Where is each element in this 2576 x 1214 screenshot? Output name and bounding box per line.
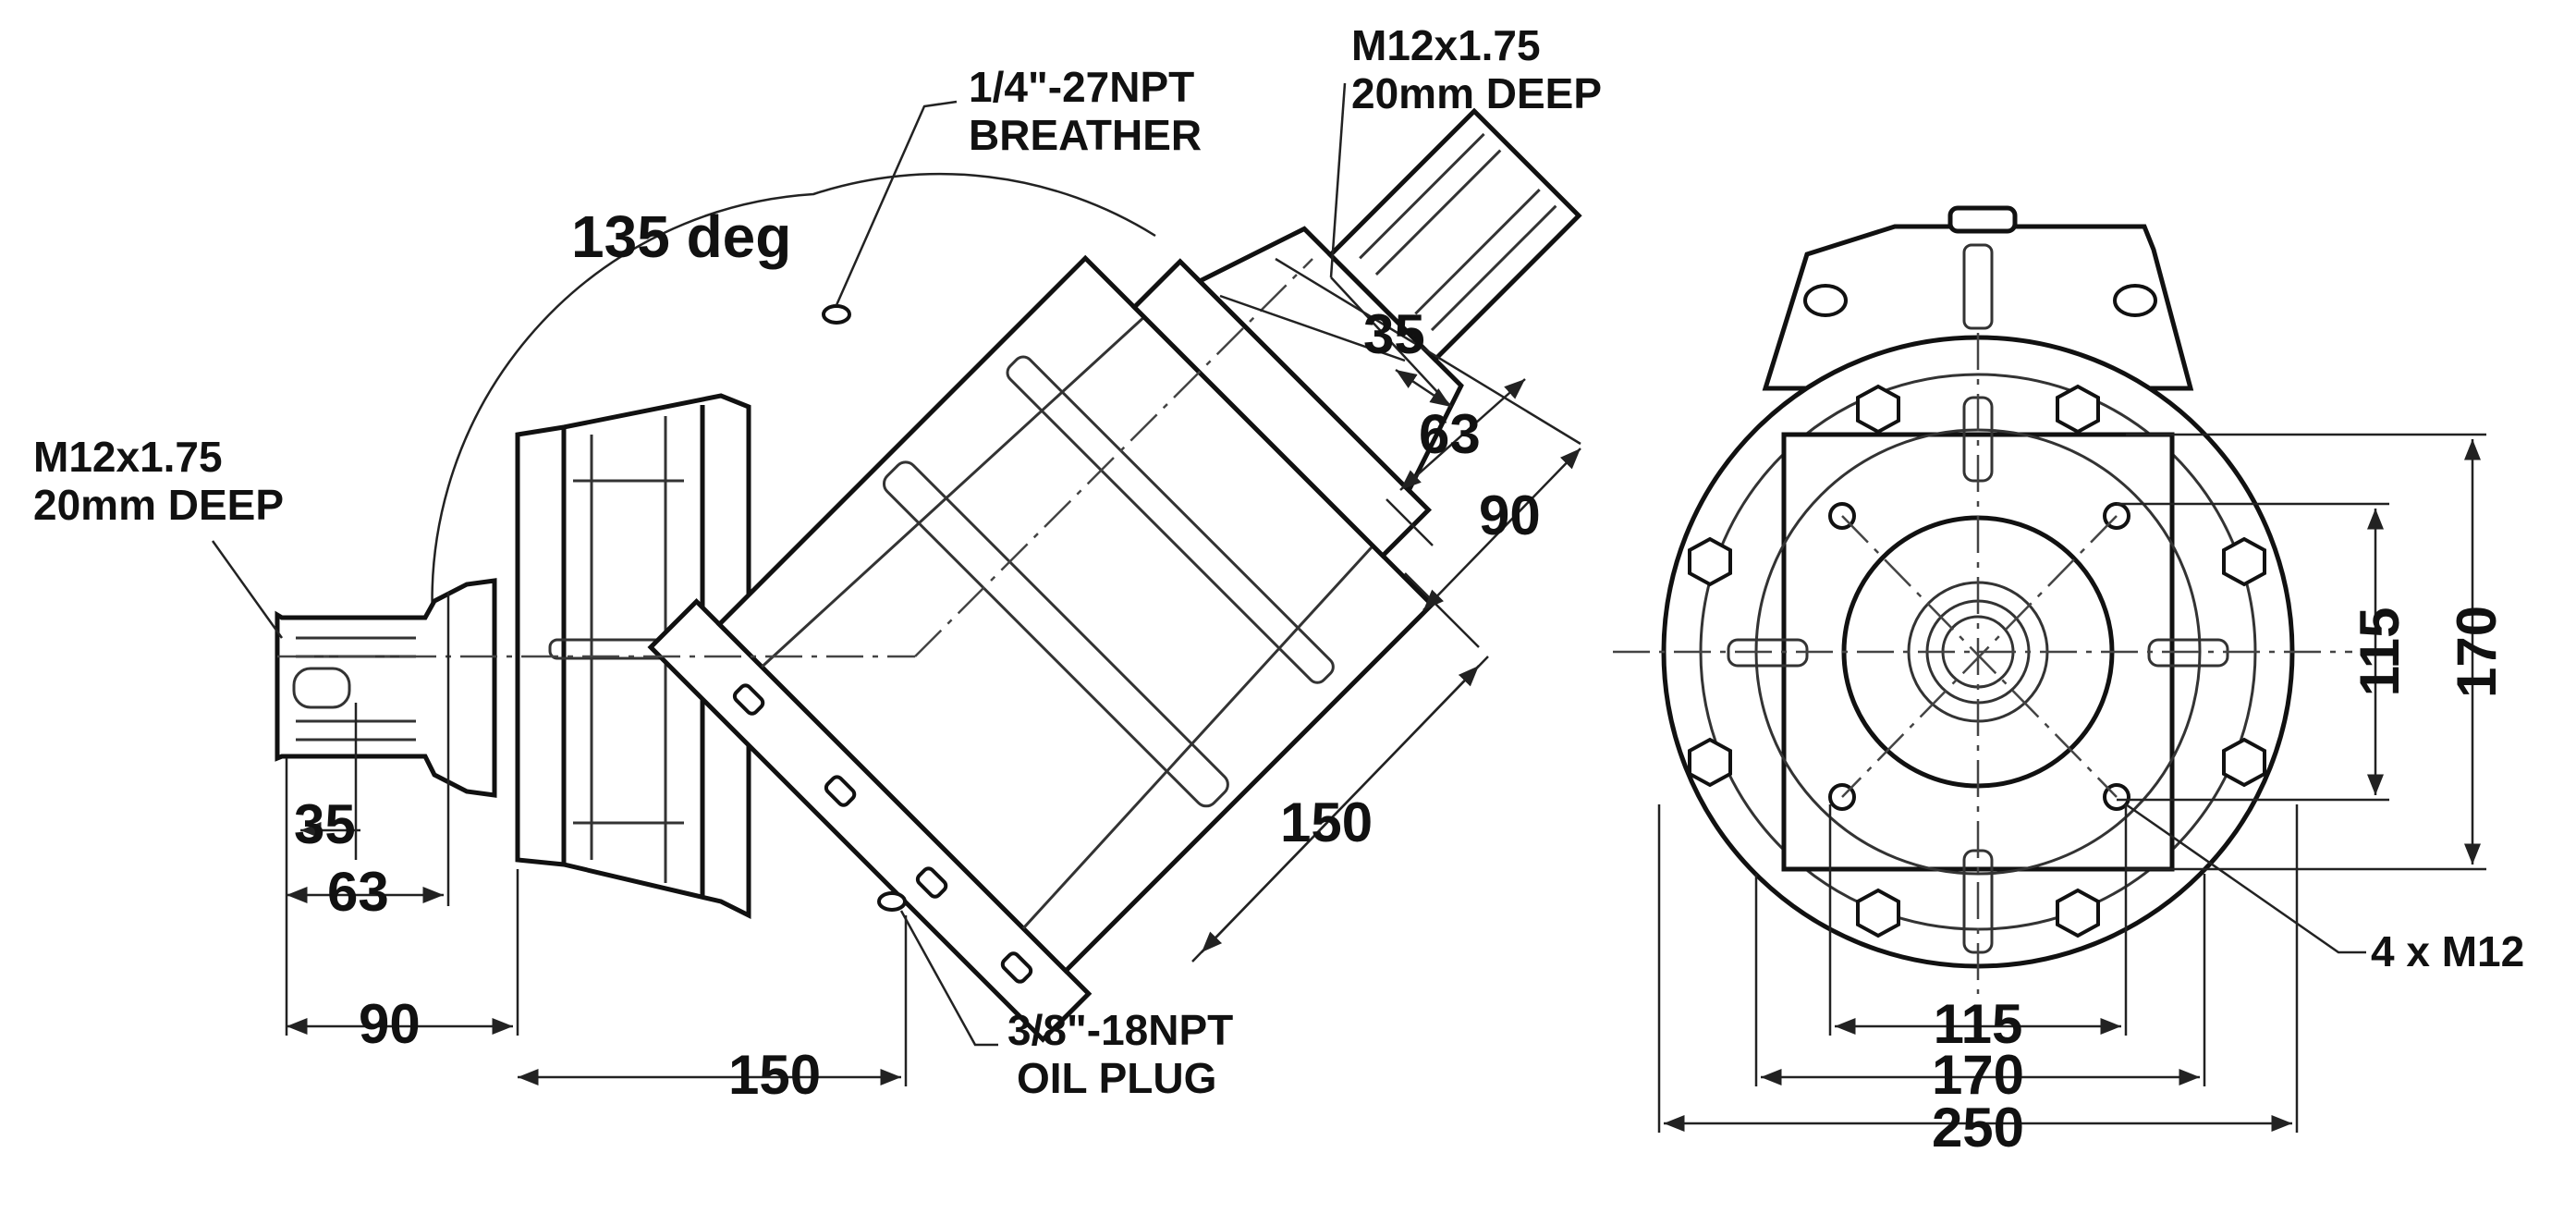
front-dim-250-horizontal: 250 — [1932, 1097, 2024, 1159]
left-dim-90: 90 — [359, 993, 421, 1055]
left-dimensions — [285, 592, 908, 1086]
front-horizontal-dimensions — [1657, 804, 2299, 1133]
angled-dim-90: 90 — [1479, 484, 1541, 546]
front-dim-115-horizontal: 115 — [1934, 993, 2023, 1055]
side-view: 135 deg M12x1.75 20mm DEEP M12x1.75 20mm… — [33, 21, 1602, 1106]
outer-bolts — [1688, 384, 2266, 938]
right-thread-line2: 20mm DEEP — [1351, 69, 1602, 117]
left-input-shaft — [275, 578, 497, 798]
bolt-pattern-label: 4 x M12 — [2371, 927, 2524, 975]
left-dim-63: 63 — [327, 861, 389, 923]
angled-housing — [647, 107, 1582, 1043]
front-view: 4 x M12 115 170 115 170 250 — [1613, 205, 2524, 1159]
breather-line1: 1/4"-27NPT — [969, 63, 1194, 111]
top-bracket — [1762, 224, 2194, 391]
right-thread-leader — [1329, 82, 1347, 278]
bolt-pattern-leader — [2125, 803, 2366, 954]
bolt-pattern — [1828, 502, 2130, 811]
left-dim-150: 150 — [728, 1044, 821, 1106]
breather-line2: BREATHER — [969, 111, 1202, 159]
angled-axis-line — [914, 258, 1313, 657]
breather-leader — [835, 100, 958, 306]
front-vertical-dimensions — [2117, 433, 2486, 871]
front-dim-170-vertical: 170 — [2446, 606, 2508, 698]
angled-dimensions — [1191, 257, 1581, 963]
front-dim-170-horizontal: 170 — [1932, 1044, 2024, 1106]
oil-plug-leader — [899, 910, 998, 1047]
oil-plug-line1: 3/8"-18NPT — [1007, 1006, 1233, 1054]
left-thread-line2: 20mm DEEP — [33, 481, 284, 529]
oil-plug-port — [877, 891, 907, 912]
left-thread-leader — [211, 540, 284, 639]
oil-plug-line2: OIL PLUG — [1017, 1054, 1216, 1102]
angle-arc — [431, 172, 1156, 644]
angle-label: 135 deg — [571, 203, 791, 270]
angled-dim-63: 63 — [1419, 403, 1481, 465]
front-dim-115-vertical: 115 — [2349, 607, 2411, 697]
angled-dim-35: 35 — [1363, 303, 1425, 365]
angled-dim-150: 150 — [1280, 791, 1373, 853]
left-dim-35: 35 — [294, 793, 356, 855]
breather-port — [822, 304, 851, 325]
left-thread-line1: M12x1.75 — [33, 433, 223, 481]
right-thread-line1: M12x1.75 — [1351, 21, 1541, 69]
